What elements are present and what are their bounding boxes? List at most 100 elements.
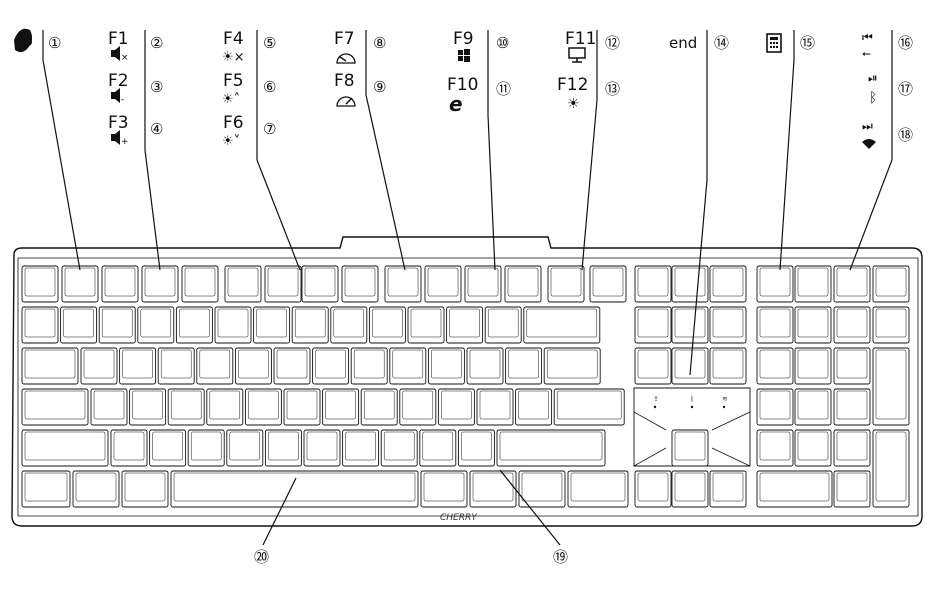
key: [224, 265, 262, 303]
key-cap-top: [383, 431, 415, 461]
key: [466, 347, 504, 385]
key-cap-top: [229, 431, 261, 461]
key-cap-top: [294, 308, 326, 338]
key-cap-top: [325, 390, 356, 420]
key: [671, 306, 709, 344]
key-cap-top: [363, 390, 395, 420]
calculator-icon: [766, 33, 782, 53]
key: [794, 429, 832, 467]
key-cap-top: [441, 390, 472, 420]
key: [833, 429, 871, 467]
brightness-off-icon: ☀×: [222, 50, 245, 65]
callout-11: ⑪: [496, 80, 511, 98]
key: [671, 265, 709, 303]
brand-label: CHERRY: [440, 513, 478, 523]
key-cap-top: [410, 308, 442, 338]
key: [671, 429, 709, 467]
key: [523, 306, 601, 344]
key-cap-top: [268, 431, 299, 461]
key-cap-top: [875, 308, 907, 338]
key-grid: [21, 265, 910, 508]
key: [504, 265, 542, 303]
f4-label: F4: [223, 29, 244, 49]
key-cap-top: [256, 308, 287, 338]
key: [60, 306, 98, 344]
key: [167, 388, 205, 426]
key: [273, 347, 311, 385]
key-cap-top: [759, 349, 791, 379]
key: [301, 265, 339, 303]
key-cap-top: [759, 390, 791, 420]
key: [872, 306, 910, 344]
key: [157, 347, 195, 385]
key-cap-top: [315, 349, 346, 379]
callout-8: ⑧: [373, 34, 386, 52]
key-cap-top: [518, 390, 549, 420]
usb-icon: ⭠: [862, 47, 871, 60]
key: [21, 347, 79, 385]
key: [419, 429, 457, 467]
key-cap-top: [423, 472, 465, 502]
key: [634, 347, 672, 385]
key: [350, 347, 388, 385]
key: [384, 265, 422, 303]
key: [756, 347, 794, 385]
f5-label: F5: [223, 71, 244, 91]
cherry-logo-icon: [14, 28, 33, 53]
callout-12: ⑫: [605, 34, 620, 52]
f11-label: F11: [565, 29, 596, 49]
key-cap-top: [759, 308, 791, 338]
key-cap-top: [422, 431, 454, 461]
key: [283, 388, 321, 426]
key-cap-top: [104, 267, 136, 297]
key: [303, 429, 341, 467]
key-cap-top: [304, 267, 336, 297]
key: [291, 306, 329, 344]
key: [341, 265, 379, 303]
key: [543, 347, 601, 385]
speed-high-icon: [336, 96, 356, 107]
key-cap-top: [469, 349, 501, 379]
key: [264, 429, 302, 467]
key-cap-top: [152, 431, 183, 461]
key: [464, 265, 502, 303]
key: [872, 265, 910, 303]
key-cap-top: [144, 267, 176, 297]
led-caps-label: ⇪: [653, 395, 659, 403]
key: [446, 306, 484, 344]
key-cap-top: [836, 267, 868, 297]
key: [119, 347, 157, 385]
f1-label: F1: [108, 29, 129, 49]
next-track-icon: ⏭: [862, 119, 873, 133]
key: [21, 265, 59, 303]
end-label: end: [669, 34, 697, 52]
callout-14: ⑭: [714, 34, 729, 52]
key: [21, 429, 109, 467]
key: [196, 347, 234, 385]
key: [380, 429, 418, 467]
f9-label: F9: [453, 29, 474, 49]
key: [709, 306, 747, 344]
callout-9: ⑨: [373, 78, 386, 96]
key: [21, 306, 59, 344]
key: [90, 388, 128, 426]
svg-text:+: +: [121, 137, 129, 147]
key: [794, 265, 832, 303]
volume-down-icon: -: [111, 88, 124, 105]
key-cap-top: [875, 349, 907, 420]
brightness-up-icon: ☀˄: [222, 92, 240, 107]
key-cap-top: [160, 349, 192, 379]
led-wireless-label: ≋: [722, 395, 728, 403]
key: [437, 388, 475, 426]
key: [21, 388, 89, 426]
key-cap-top: [184, 267, 216, 297]
key-cap-top: [479, 390, 511, 420]
callout-20: ⑳: [254, 548, 269, 566]
callout-13: ⑬: [605, 80, 620, 98]
svg-text:×: ×: [121, 53, 129, 63]
key-cap-top: [637, 308, 669, 338]
key-cap-top: [199, 349, 231, 379]
key: [567, 470, 629, 508]
key-cap-top: [592, 267, 624, 297]
key-cap-top: [508, 349, 539, 379]
